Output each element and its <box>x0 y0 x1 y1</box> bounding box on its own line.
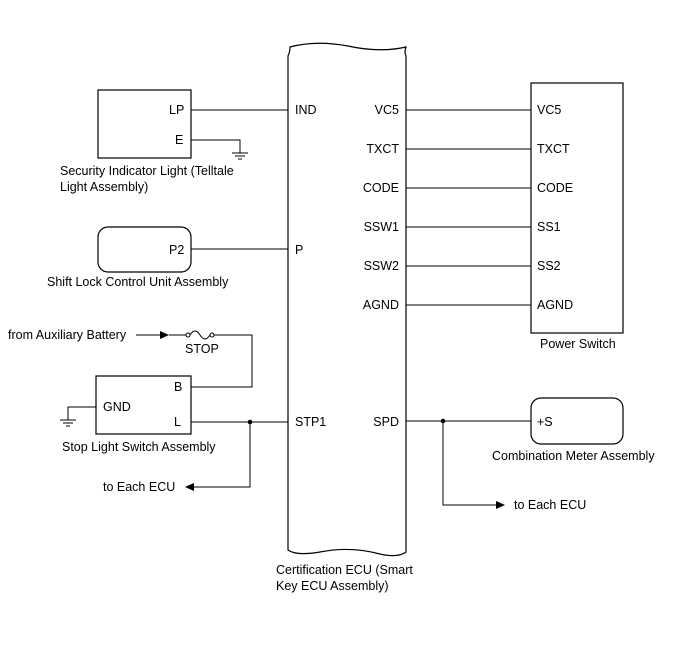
ecu-name-line1: Certification ECU (Smart <box>276 563 413 577</box>
ecu-name-line2: Key ECU Assembly) <box>276 579 389 593</box>
arrow-right-icon <box>160 331 169 339</box>
security-light-pin-lp: LP <box>169 103 184 117</box>
ground-symbol-stop-switch <box>60 419 76 427</box>
power-switch-pin-vc5: VC5 <box>537 103 561 117</box>
to-each-ecu-right: to Each ECU <box>514 498 586 512</box>
shift-lock-control-unit: P2 Shift Lock Control Unit Assembly <box>47 226 288 289</box>
shift-lock-pin-p2: P2 <box>169 243 184 257</box>
ecu-pin-agnd: AGND <box>363 298 399 312</box>
security-light-name-line2: Light Assembly) <box>60 180 148 194</box>
ecu-pin-code: CODE <box>363 181 399 195</box>
ecu-pin-ind: IND <box>295 103 317 117</box>
power-switch-pin-txct: TXCT <box>537 142 570 156</box>
ecu-pin-ssw1: SSW1 <box>364 220 399 234</box>
power-switch-pin-ss2: SS2 <box>537 259 561 273</box>
power-switch-pin-agnd: AGND <box>537 298 573 312</box>
security-indicator-light: LP E Security Indicator Light (Telltale … <box>60 89 288 194</box>
to-each-ecu-left: to Each ECU <box>103 480 175 494</box>
power-switch-name: Power Switch <box>540 337 616 351</box>
stop-switch-name: Stop Light Switch Assembly <box>62 440 216 454</box>
combination-meter: +S to Each ECU Combination Meter Assembl… <box>406 397 655 512</box>
stop-switch-pin-l: L <box>174 415 181 429</box>
power-switch: VC5 TXCT CODE SS1 SS2 AGND Power Switch <box>406 82 624 351</box>
combination-meter-name: Combination Meter Assembly <box>492 449 655 463</box>
certification-ecu: IND P STP1 VC5 TXCT CODE SSW1 SSW2 AGND … <box>276 42 413 593</box>
security-light-name-line1: Security Indicator Light (Telltale <box>60 164 234 178</box>
fuse-label-stop: STOP <box>185 342 219 356</box>
stop-switch-pin-b: B <box>174 380 182 394</box>
ecu-pin-p: P <box>295 243 303 257</box>
ecu-pin-vc5: VC5 <box>375 103 399 117</box>
combination-meter-pin-s: +S <box>537 415 553 429</box>
ground-symbol-security-light <box>232 152 248 160</box>
security-light-pin-e: E <box>175 133 183 147</box>
aux-battery-label: from Auxiliary Battery <box>8 328 127 342</box>
aux-battery-feed: from Auxiliary Battery STOP <box>8 328 253 388</box>
ecu-pin-ssw2: SSW2 <box>364 259 399 273</box>
ecu-pin-stp1: STP1 <box>295 415 326 429</box>
stop-switch-pin-gnd: GND <box>103 400 131 414</box>
stop-light-switch: B L GND to Each ECU Stop Light Switch As… <box>60 375 288 494</box>
arrow-right-icon <box>496 501 505 509</box>
arrow-left-icon <box>185 483 194 491</box>
power-switch-pin-ss1: SS1 <box>537 220 561 234</box>
fuse-icon <box>185 330 215 340</box>
ecu-pin-spd: SPD <box>373 415 399 429</box>
power-switch-pin-code: CODE <box>537 181 573 195</box>
ecu-pin-txct: TXCT <box>366 142 399 156</box>
shift-lock-name: Shift Lock Control Unit Assembly <box>47 275 229 289</box>
